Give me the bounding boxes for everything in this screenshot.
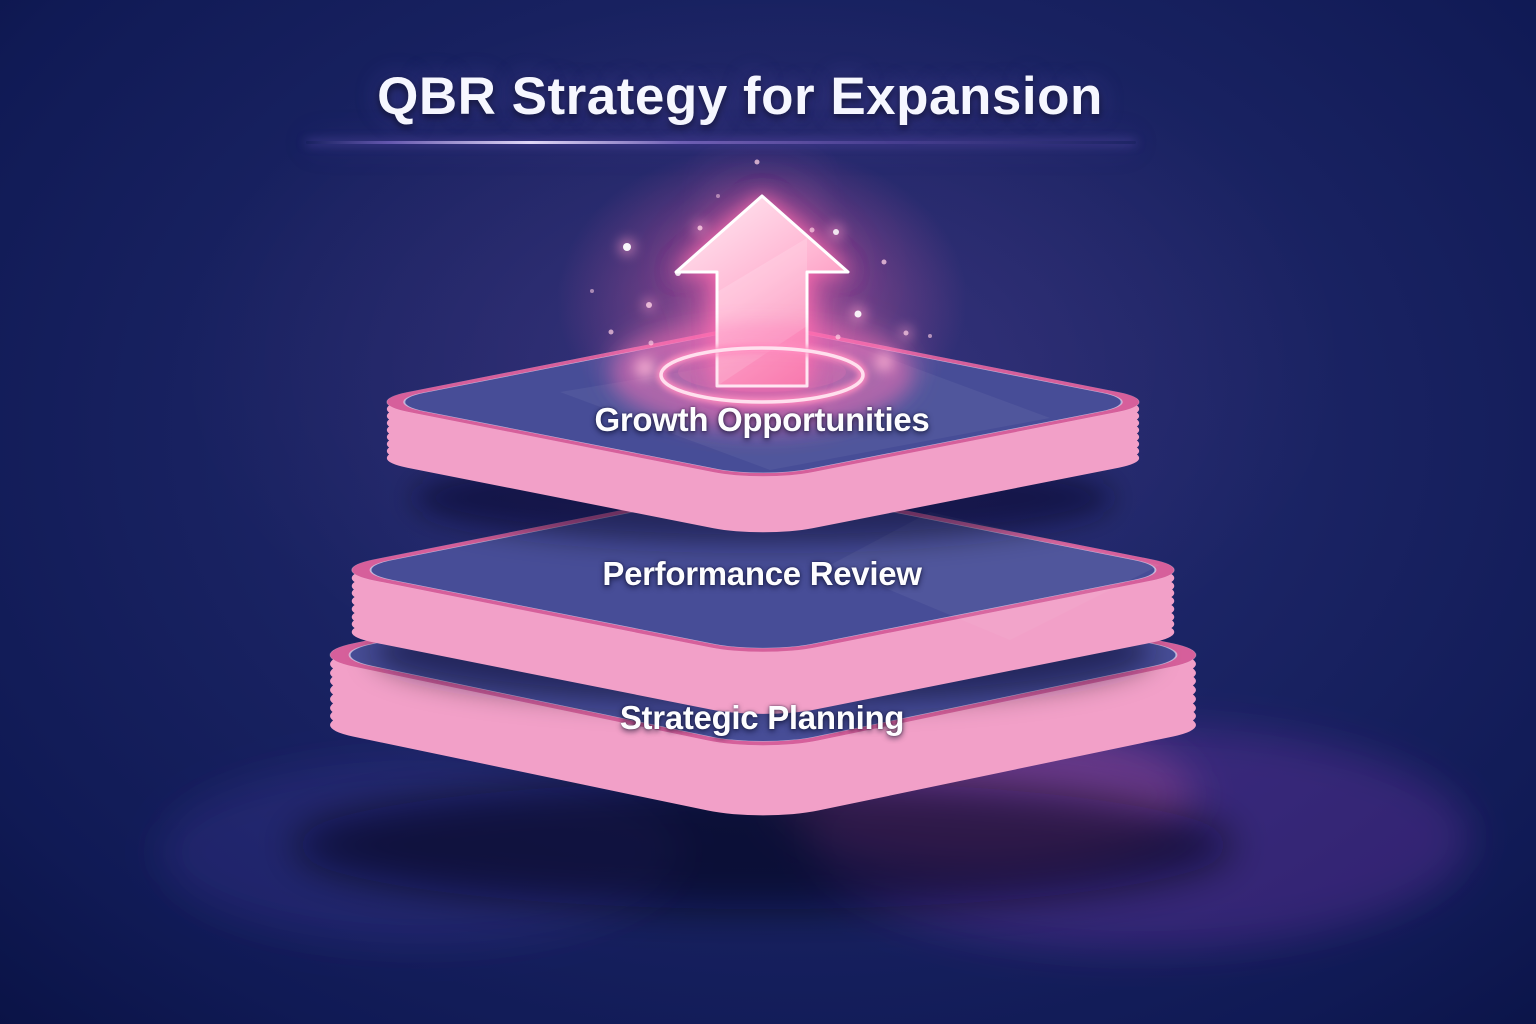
layer-label-growth-opportunities: Growth Opportunities [594,401,930,438]
sparkles [590,159,932,346]
layer-label-strategic-planning: Strategic Planning [619,699,905,736]
plate-performance-review [320,481,1206,720]
layer-label-performance-review: Performance Review [602,555,922,592]
page-title: QBR Strategy for Expansion [377,67,1103,126]
glow-ring [615,326,909,424]
